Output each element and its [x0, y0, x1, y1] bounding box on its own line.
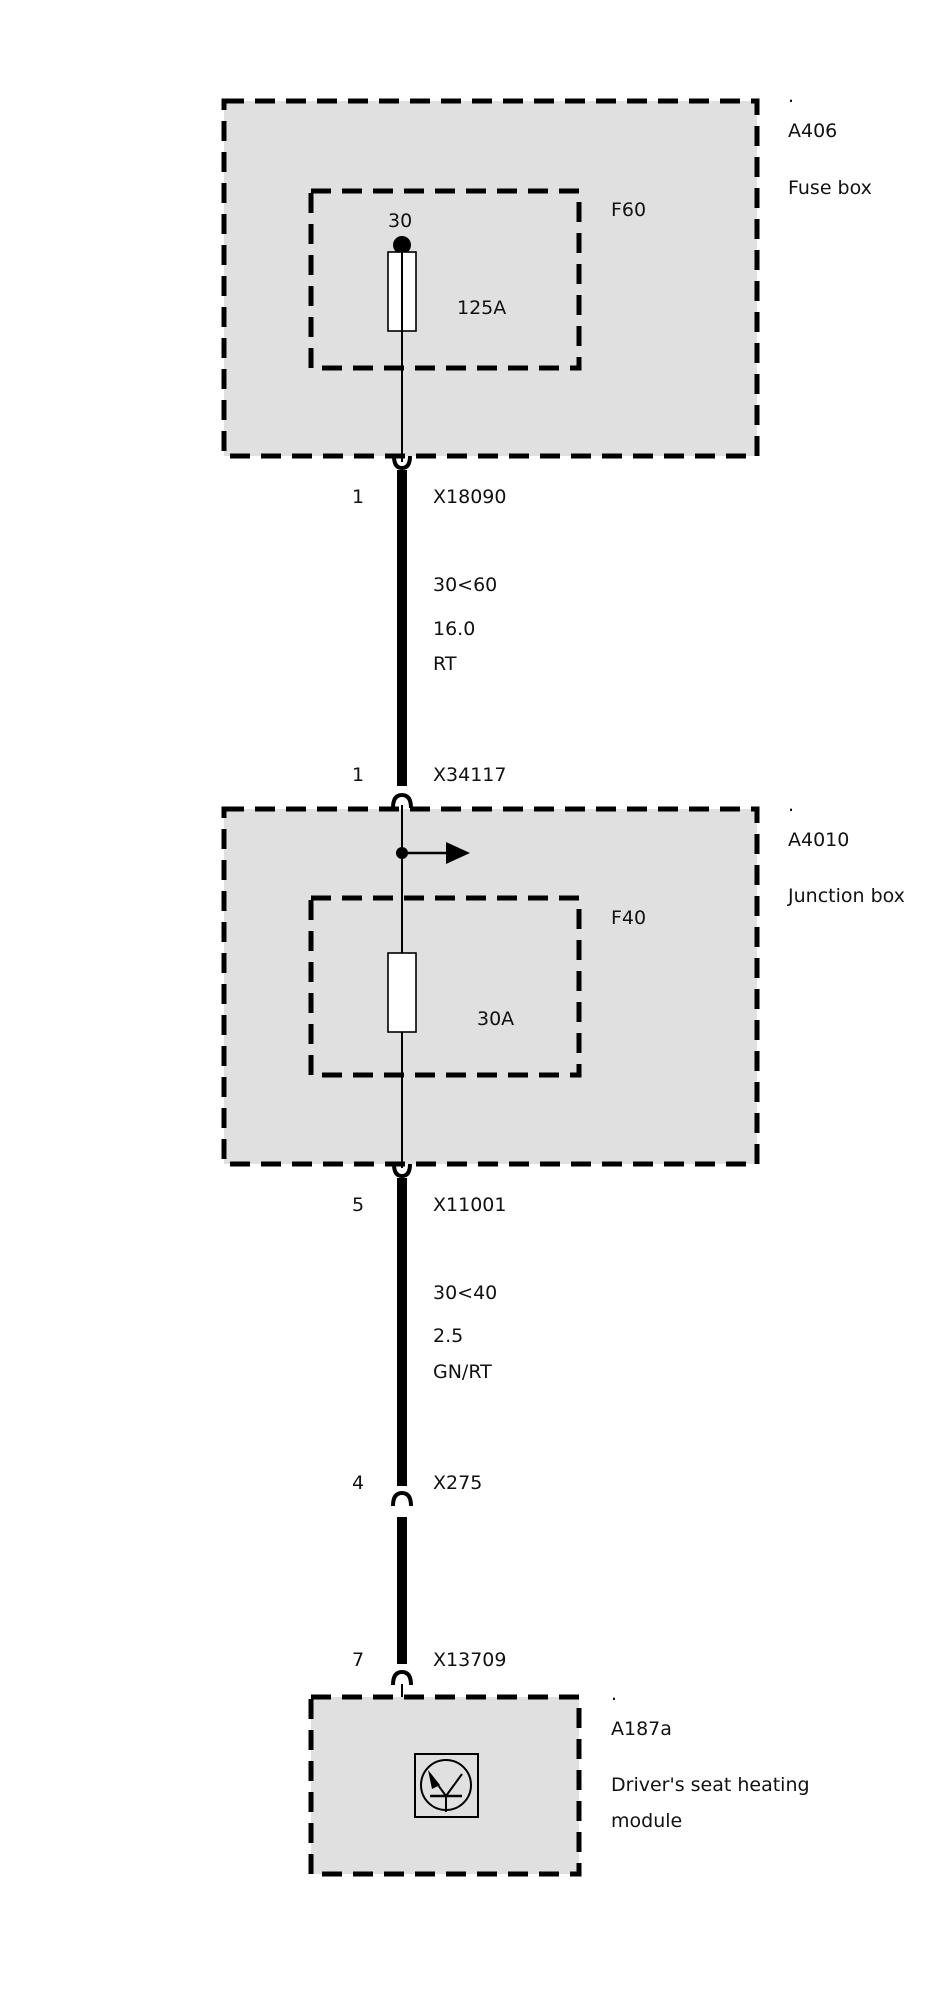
fuse-f60-terminal: 30	[388, 210, 412, 232]
fuse-box-id: A406	[788, 120, 837, 142]
transistor-icon	[414, 1753, 479, 1818]
branch-arrow-icon	[446, 842, 470, 864]
wire-color: GN/RT	[433, 1361, 492, 1383]
connector-pin: 5	[352, 1194, 364, 1216]
connector-hook	[391, 792, 413, 809]
wire-size: 2.5	[433, 1325, 463, 1347]
fuse-box-dot: .	[788, 85, 794, 107]
connector-hook	[392, 455, 412, 471]
connector-hook	[392, 1163, 412, 1179]
fuse-f60-rating: 125A	[457, 297, 506, 319]
fuse-f60-id: F60	[611, 199, 646, 221]
connector-hook	[391, 1669, 413, 1686]
connector-id: X13709	[433, 1649, 506, 1671]
wire-circuit: 30<60	[433, 574, 497, 596]
fuse-f40-rating: 30A	[477, 1008, 514, 1030]
seat-heating-module-a187a: . A187a Driver's seat heating module	[308, 1683, 810, 1877]
fuse-f40-outline	[308, 895, 582, 1078]
junction-box-name: Junction box	[787, 885, 905, 907]
module-name-line1: Driver's seat heating	[611, 1774, 810, 1796]
fuse-box-outline	[221, 98, 760, 459]
fuse-f60-outline	[308, 188, 582, 371]
connector-id: X18090	[433, 486, 506, 508]
wire-segment-2: 5 X11001 30<40 2.5 GN/RT 4 X275	[352, 1163, 506, 1507]
fuse-f40-id: F40	[611, 907, 646, 929]
module-id: A187a	[611, 1718, 672, 1740]
fuse-box-a406: . A406 Fuse box F60 30 125A	[221, 85, 872, 462]
junction-box-a4010: . A4010 Junction box F40 30A	[221, 794, 905, 1168]
connector-id: X275	[433, 1472, 482, 1494]
connector-id: X34117	[433, 764, 506, 786]
connector-hook	[391, 1490, 413, 1507]
connector-pin: 4	[352, 1472, 364, 1494]
wire-size: 16.0	[433, 618, 475, 640]
fuse-f40-symbol	[387, 952, 417, 1033]
wire-segment-1: 1 X18090 30<60 16.0 RT 1 X34117	[352, 455, 506, 809]
junction-box-id: A4010	[788, 829, 849, 851]
connector-pin: 1	[352, 486, 364, 508]
connector-id: X11001	[433, 1194, 506, 1216]
module-dot: .	[611, 1683, 617, 1705]
module-name-line2: module	[611, 1810, 682, 1832]
wire-circuit: 30<40	[433, 1282, 497, 1304]
junction-box-dot: .	[788, 794, 794, 816]
connector-pin: 1	[352, 764, 364, 786]
wire-segment-3: 7 X13709	[352, 1517, 506, 1686]
fuse-box-name: Fuse box	[788, 177, 872, 199]
connector-pin: 7	[352, 1649, 364, 1671]
junction-box-outline	[221, 806, 760, 1167]
wire-color: RT	[433, 653, 457, 675]
